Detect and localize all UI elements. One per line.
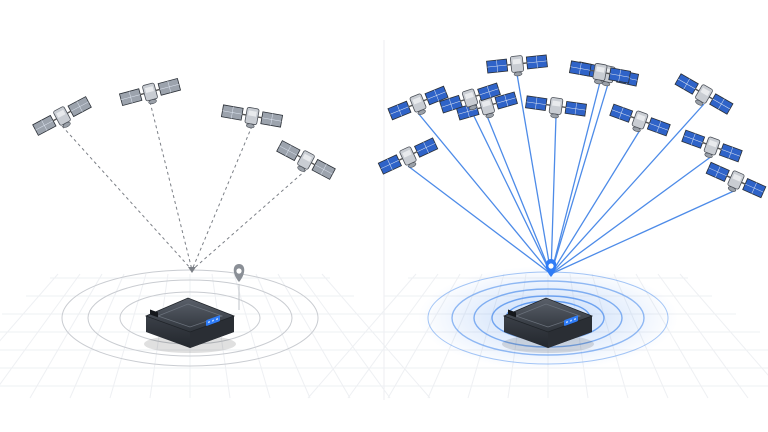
signal-line bbox=[550, 103, 705, 275]
satellites-left bbox=[32, 77, 336, 180]
grid-line bbox=[0, 273, 59, 342]
satellite-icon bbox=[220, 104, 284, 129]
signal-line bbox=[417, 112, 552, 275]
grid-line bbox=[277, 273, 351, 399]
signal-line bbox=[550, 155, 713, 275]
satellite-icon bbox=[456, 91, 518, 121]
grid-line bbox=[69, 273, 125, 399]
gps-tracker-device-right bbox=[502, 297, 594, 353]
grid-line bbox=[29, 273, 103, 399]
satellite-icon bbox=[609, 103, 671, 137]
grid-line bbox=[321, 273, 431, 399]
grid-line bbox=[233, 273, 271, 399]
signal-lines-right bbox=[407, 73, 737, 275]
convergence-marker bbox=[188, 267, 196, 273]
satellite-icon bbox=[705, 161, 767, 199]
signal-ring bbox=[451, 280, 645, 356]
signal-line bbox=[516, 73, 552, 275]
satellite-icon bbox=[387, 85, 449, 121]
gps-tracker-device bbox=[502, 297, 594, 353]
signal-line bbox=[550, 129, 641, 275]
satellite-icon bbox=[525, 95, 587, 119]
location-pin-icon bbox=[233, 264, 245, 310]
signal-line bbox=[191, 125, 253, 271]
signal-line bbox=[550, 189, 737, 275]
satellite-icon bbox=[377, 137, 439, 175]
grid-line bbox=[255, 273, 311, 399]
satellite-icon bbox=[32, 96, 92, 136]
panel-right bbox=[264, 54, 768, 399]
signal-line bbox=[407, 165, 552, 275]
grid-line bbox=[307, 273, 417, 399]
satellites-right bbox=[377, 54, 767, 199]
satellite-icon bbox=[674, 73, 734, 115]
grid-line bbox=[299, 273, 391, 399]
signal-line bbox=[550, 115, 557, 275]
city-grid-left bbox=[0, 273, 474, 399]
location-pin-icon-left bbox=[233, 264, 245, 310]
satellite-icon bbox=[568, 60, 632, 85]
grid-line bbox=[0, 273, 81, 386]
grid-line bbox=[109, 273, 147, 399]
signal-line bbox=[149, 101, 193, 271]
gps-tracker-device-left bbox=[144, 297, 236, 353]
grid-line bbox=[657, 273, 749, 399]
grid-line bbox=[347, 273, 439, 399]
signal-line bbox=[61, 125, 193, 271]
signal-line bbox=[550, 81, 601, 275]
signal-line bbox=[550, 83, 609, 275]
satellite-icon bbox=[276, 140, 336, 180]
satellite-icon bbox=[486, 54, 548, 77]
satellite-icon bbox=[439, 82, 501, 114]
signal-line bbox=[486, 115, 552, 275]
satellite-icon bbox=[681, 129, 743, 163]
signal-lines-left bbox=[61, 101, 307, 273]
location-pin-icon-right bbox=[545, 259, 557, 277]
grid-line bbox=[679, 273, 768, 376]
panel-left bbox=[0, 77, 474, 399]
gps-tracker-device bbox=[144, 297, 236, 353]
signal-ring bbox=[87, 279, 293, 357]
satellite-icon bbox=[118, 77, 182, 107]
signal-line bbox=[469, 107, 552, 275]
signal-line bbox=[191, 169, 307, 271]
location-pin-icon bbox=[545, 259, 557, 277]
